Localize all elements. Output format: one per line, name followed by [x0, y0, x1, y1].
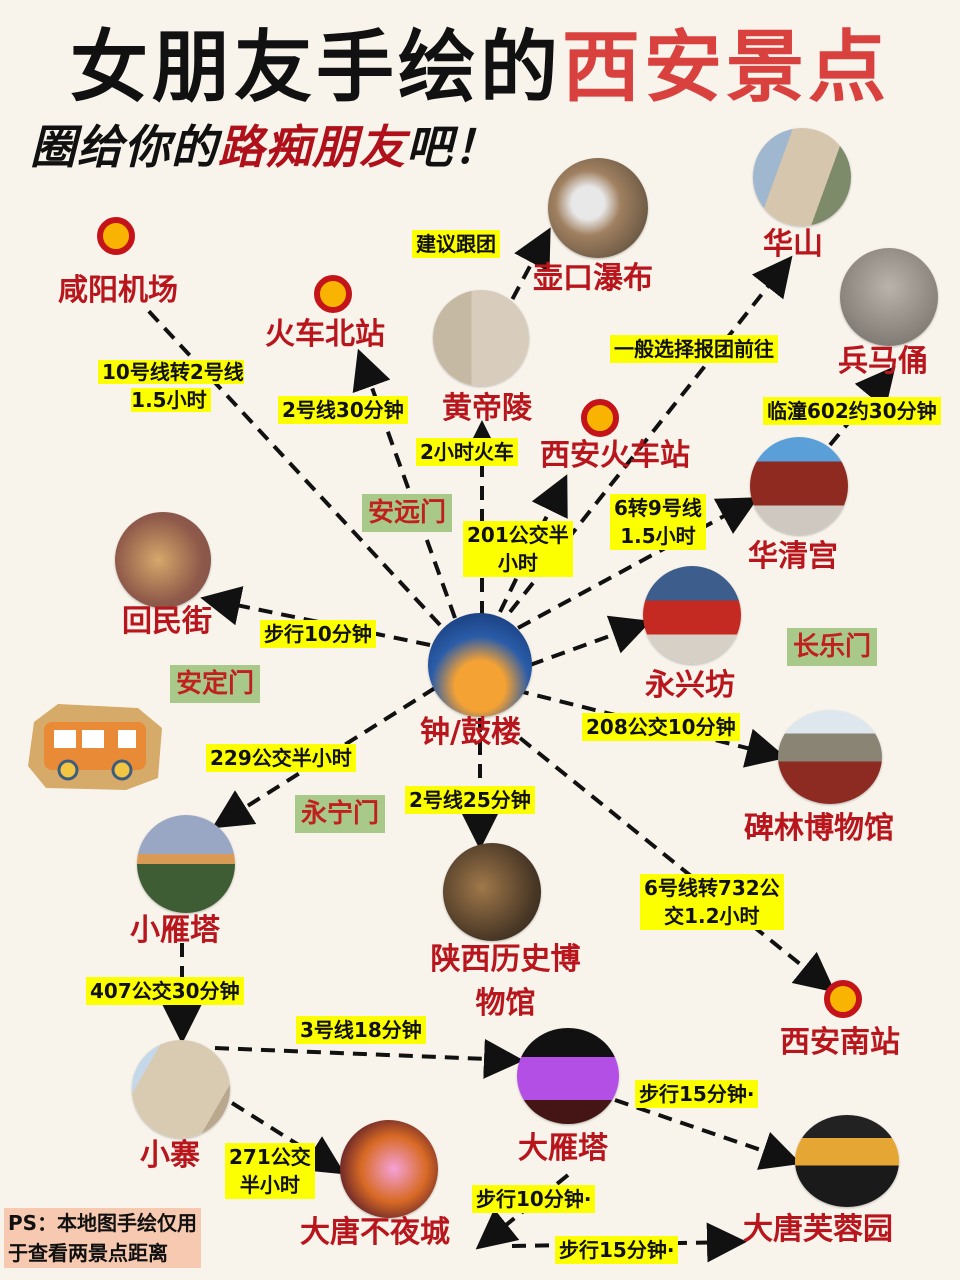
subtitle-part-2: 吧！ — [406, 120, 500, 174]
title-part-black: 女朋友手绘的 — [69, 23, 562, 113]
place-xiaozhai[interactable]: 小寨 — [140, 1138, 200, 1173]
route-label-huangdi: 2小时火车 — [416, 438, 518, 466]
place-huaqing-palace[interactable]: 华清宫 — [748, 539, 838, 574]
route-label-xiaozhai-datang: 271公交 半小时 — [225, 1143, 315, 1199]
line-to-airport — [141, 303, 442, 627]
xiaozhai-photo — [132, 1040, 230, 1138]
route-label-huaqing: 6转9号线 1.5小时 — [610, 494, 706, 550]
route-label-airport: 10号线转2号线 1.5小时 — [94, 358, 248, 414]
place-datang-furong[interactable]: 大唐芙蓉园 — [743, 1212, 893, 1247]
small-goose-photo — [137, 815, 235, 913]
huashan-photo — [753, 128, 851, 226]
place-huimin-street[interactable]: 回民街 — [122, 604, 212, 639]
line-to-huimin — [200, 586, 431, 647]
line-xiaozhai-to-big-goose — [214, 1038, 524, 1079]
shaanxi-museum-photo — [443, 843, 541, 941]
route-label-xiaozhai-big-goose: 3号线18分钟 — [296, 1016, 426, 1044]
place-xianyang-airport[interactable]: 咸阳机场 — [58, 273, 178, 308]
huangdi-photo — [433, 290, 529, 386]
route-label-hukou: 建议跟团 — [412, 230, 500, 258]
subtitle-part-1: 圈给你的 — [30, 120, 218, 174]
route-label-huashan: 一般选择报团前往 — [610, 335, 778, 363]
route-label-big-goose-datang: 步行10分钟· — [472, 1185, 596, 1213]
place-shaanxi-museum[interactable]: 陕西历史博物馆 — [430, 942, 581, 1021]
line-to-yongxingfang — [529, 615, 652, 667]
place-yongxingfang[interactable]: 永兴坊 — [645, 668, 735, 703]
yongxingfang-photo — [643, 566, 741, 664]
line-datang-to-furong — [511, 1222, 747, 1263]
page-title: 女朋友手绘的西安景点 — [0, 18, 960, 118]
gate-yongning: 永宁门 — [295, 795, 386, 833]
terracotta-photo — [840, 248, 938, 346]
line-to-south-station — [518, 736, 836, 993]
datang-furong-photo — [795, 1115, 899, 1207]
line-big-goose-to-furong — [614, 1098, 802, 1170]
place-huangdi-tomb[interactable]: 黄帝陵 — [442, 391, 532, 426]
place-beilin-museum[interactable]: 碑林博物馆 — [744, 811, 894, 846]
line-to-terracotta — [828, 365, 896, 447]
route-label-small-goose-xiaozhai: 407公交30分钟 — [86, 977, 244, 1005]
place-huashan[interactable]: 华山 — [763, 227, 823, 262]
line-xiaozhai-to-datang — [230, 1101, 346, 1175]
place-north-station[interactable]: 火车北站 — [265, 317, 385, 352]
place-hukou-falls[interactable]: 壶口瀑布 — [533, 261, 653, 296]
route-label-shaanxi-museum: 2号线25分钟 — [405, 786, 535, 814]
bus-icon — [28, 704, 162, 790]
place-small-goose-pagoda[interactable]: 小雁塔 — [130, 913, 220, 948]
gate-anyuan: 安远门 — [362, 494, 453, 532]
route-label-small-goose: 229公交半小时 — [206, 744, 356, 772]
route-label-xian-station: 201公交半 小时 — [463, 521, 573, 577]
title-part-red: 西安景点 — [562, 23, 891, 113]
subtitle-part-red: 路痴朋友 — [218, 120, 406, 174]
page-subtitle: 圈给你的路痴朋友吧！ — [30, 115, 500, 179]
route-label-terracotta: 临潼602约30分钟 — [763, 397, 941, 425]
huimin-photo — [115, 512, 211, 608]
place-xian-south-station[interactable]: 西安南站 — [780, 1025, 900, 1060]
place-terracotta[interactable]: 兵马俑 — [838, 344, 928, 379]
big-goose-photo — [517, 1028, 619, 1124]
route-label-south-station: 6号线转732公 交1.2小时 — [640, 874, 784, 930]
datang-everbright-photo — [340, 1120, 438, 1218]
bell-tower-photo — [428, 613, 532, 717]
station-marker-south — [824, 980, 862, 1018]
route-label-beilin: 208公交10分钟 — [582, 713, 740, 741]
huaqing-photo — [750, 437, 848, 535]
place-xian-station[interactable]: 西安火车站 — [540, 438, 690, 473]
beilin-photo — [778, 710, 882, 804]
route-label-big-goose-furong: 步行15分钟· — [635, 1080, 759, 1108]
hub-bell-drum-tower[interactable]: 钟/鼓楼 — [420, 715, 521, 750]
station-marker-xian — [581, 399, 619, 437]
station-marker-north — [314, 275, 352, 313]
route-label-huimin: 步行10分钟 — [260, 620, 376, 648]
route-label-north-station: 2号线30分钟 — [278, 396, 408, 424]
place-big-goose-pagoda[interactable]: 大雁塔 — [518, 1131, 608, 1166]
route-text-airport: 10号线转2号线 1.5小时 — [98, 360, 244, 412]
hukou-falls-photo — [548, 158, 648, 258]
line-to-huaqing — [517, 497, 759, 630]
gate-anding: 安定门 — [170, 665, 261, 703]
place-datang-everbright[interactable]: 大唐不夜城 — [300, 1215, 450, 1250]
route-label-datang-furong: 步行15分钟· — [555, 1236, 679, 1264]
station-marker-airport — [97, 217, 135, 255]
disclaimer-note: PS：本地图手绘仅用 于查看两景点距离 — [4, 1208, 202, 1268]
gate-changle: 长乐门 — [787, 628, 878, 666]
